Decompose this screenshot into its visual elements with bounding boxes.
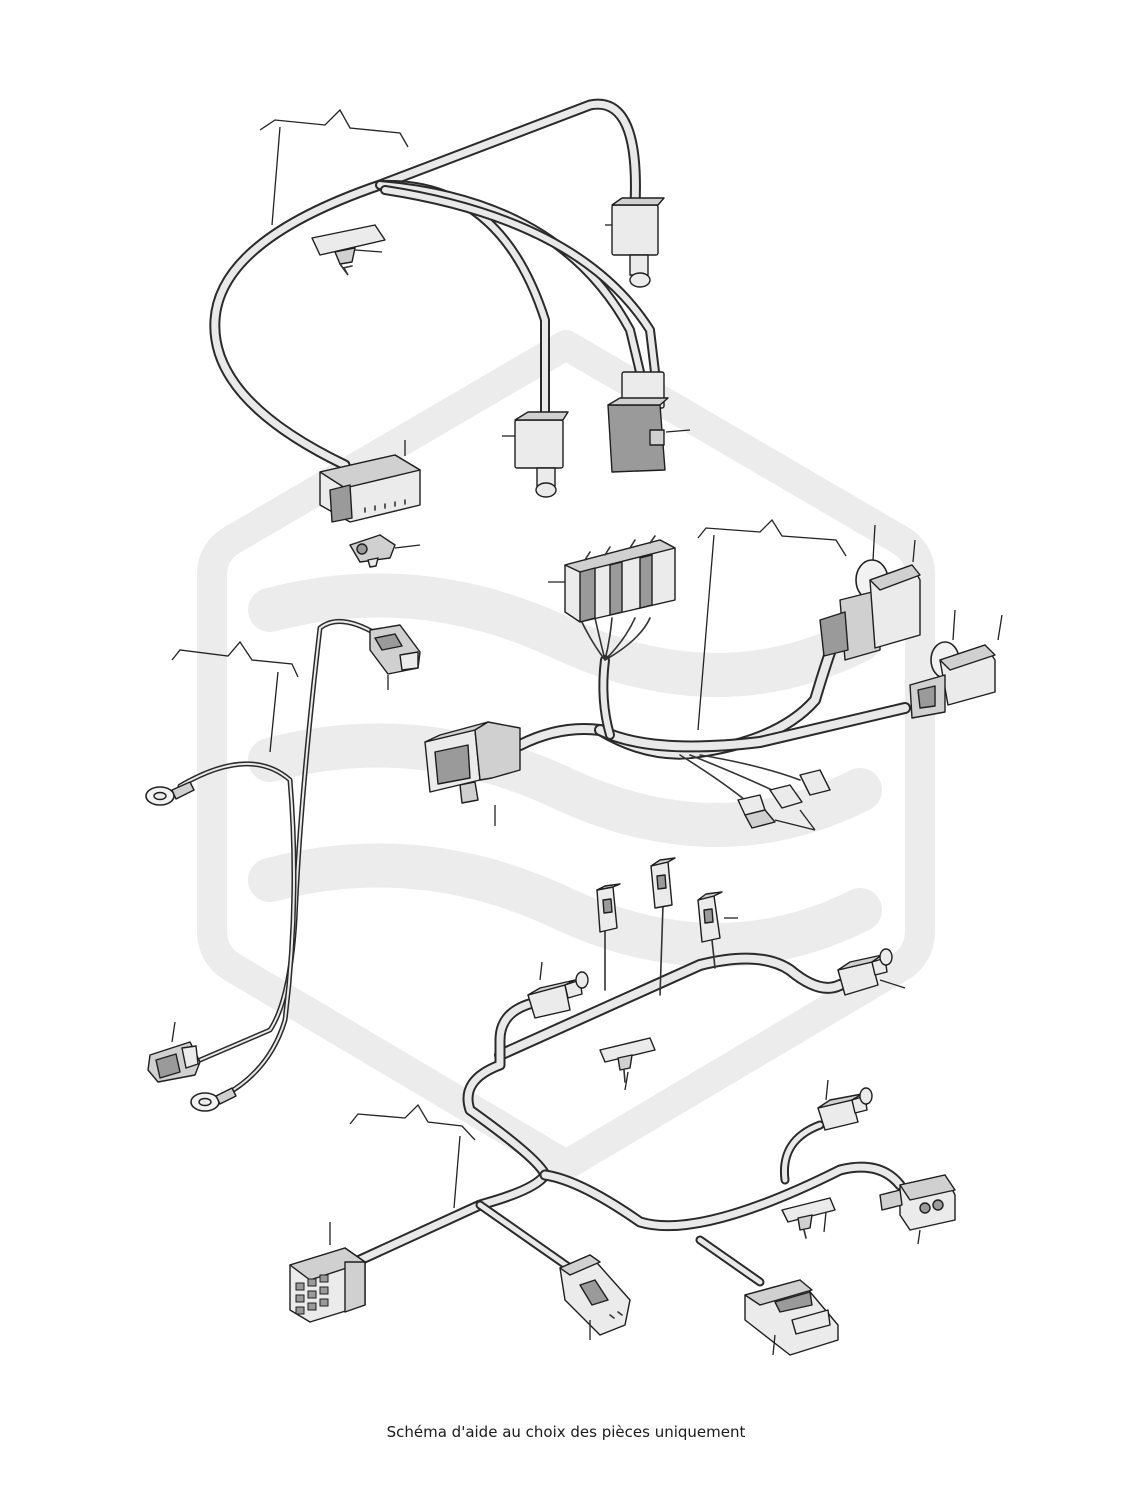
lower-harness-square-connector: [289, 1222, 366, 1323]
lower-harness-plug-right: [837, 948, 906, 996]
middle-harness-bracket-label: [697, 518, 847, 731]
small-terminal-2: [769, 784, 803, 809]
middle-harness-main-connector: [424, 721, 521, 826]
pin-housing-2: [650, 857, 676, 909]
left-harness: [177, 618, 381, 1098]
cable-tie-lower-left: [599, 1037, 656, 1091]
left-harness-connector-bottom: [147, 1021, 201, 1083]
small-clip-upper: [349, 534, 421, 568]
fuse-block: [548, 535, 676, 623]
lower-harness-connector-mid: [559, 1254, 631, 1340]
connector-top-right: [605, 197, 665, 288]
ring-terminal-lower: [190, 1087, 237, 1112]
middle-harness-connector-upper-right: [819, 524, 921, 661]
lower-harness: [354, 904, 906, 1287]
left-harness-bracket-label: [171, 640, 299, 753]
cable-tie-lower-right: [781, 1197, 836, 1239]
pin-housing-1: [596, 883, 621, 933]
multipin-connector-upper: [319, 440, 421, 523]
lower-harness-connector-bottom: [744, 1279, 839, 1356]
diagram-caption: Schéma d'aide au choix des pièces unique…: [386, 1423, 746, 1441]
left-harness-connector-top: [369, 624, 421, 690]
upper-harness-bracket-label: [259, 108, 409, 226]
small-terminals-ref-lines: [774, 809, 816, 831]
connector-mid-plug: [502, 411, 569, 498]
ring-terminal-upper: [145, 781, 195, 806]
lower-harness-bracket-label: [349, 1103, 476, 1209]
connector-mid-right-large: [607, 371, 691, 473]
lower-harness-plug-upper-right: [817, 1079, 873, 1131]
lower-harness-plug-left: [527, 961, 589, 1019]
upper-harness: [209, 98, 660, 471]
watermark-emblem: [197, 330, 935, 1180]
lower-harness-connector-right: [879, 1174, 956, 1245]
middle-harness-connector-lower-right: [909, 609, 1003, 719]
middle-harness: [514, 617, 911, 801]
cable-tie-top: [311, 224, 386, 276]
small-terminal-3: [799, 769, 831, 796]
pin-housing-3: [697, 891, 738, 943]
small-terminal-1: [737, 794, 776, 829]
